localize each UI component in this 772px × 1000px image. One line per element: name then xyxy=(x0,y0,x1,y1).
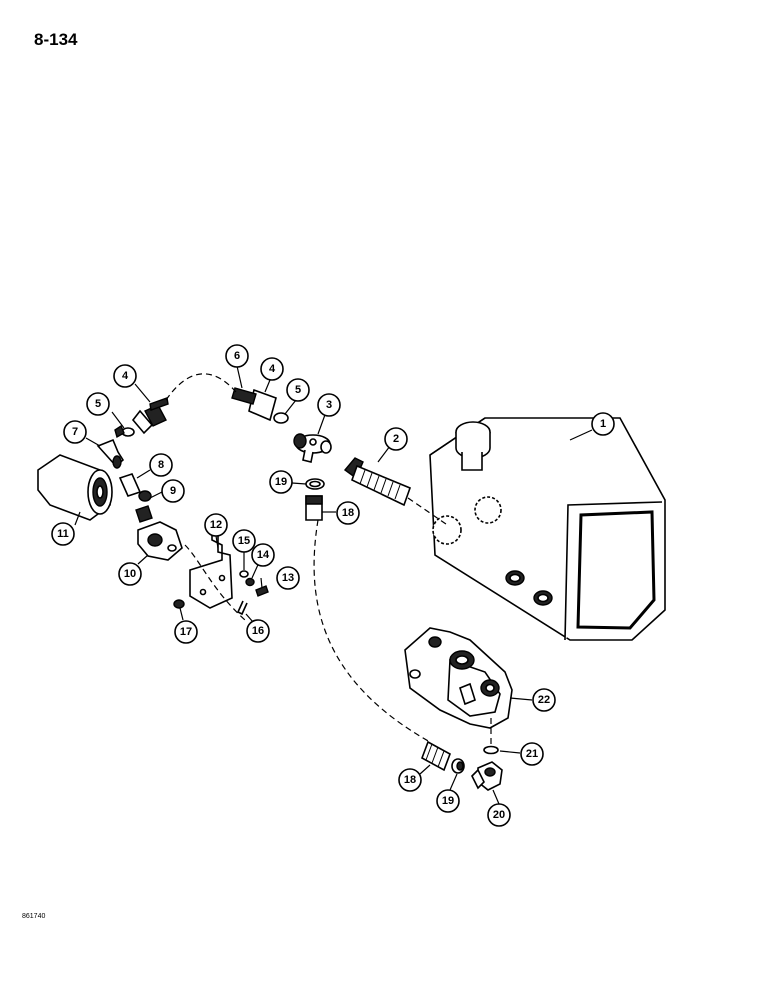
elbow-fitting xyxy=(96,438,125,469)
svg-text:18: 18 xyxy=(404,774,416,786)
hydraulic-reservoir xyxy=(429,417,666,641)
callout-10: 10 xyxy=(118,562,142,586)
hydraulic-pump xyxy=(404,627,513,729)
svg-text:11: 11 xyxy=(57,528,69,540)
callout-22: 22 xyxy=(532,688,556,712)
callout-20: 20 xyxy=(487,803,511,827)
svg-text:21: 21 xyxy=(526,748,538,760)
svg-text:22: 22 xyxy=(538,694,550,706)
callout-2: 2 xyxy=(384,427,408,451)
svg-text:16: 16 xyxy=(252,625,264,637)
callout-4a: 4 xyxy=(113,364,137,388)
svg-text:7: 7 xyxy=(72,426,78,438)
tee-fitting xyxy=(293,433,332,463)
callout-11: 11 xyxy=(51,522,75,546)
callout-15: 15 xyxy=(232,529,256,553)
callout-19b: 19 xyxy=(436,789,460,813)
svg-text:3: 3 xyxy=(326,399,332,411)
oil-filter xyxy=(37,454,113,521)
callout-14: 14 xyxy=(251,543,275,567)
svg-text:10: 10 xyxy=(124,568,136,580)
pump-outlet-fittings xyxy=(421,740,503,791)
filter-head xyxy=(137,521,183,561)
svg-text:6: 6 xyxy=(234,350,240,362)
svg-text:19: 19 xyxy=(442,795,454,807)
callout-5a: 5 xyxy=(86,392,110,416)
suction-strainer xyxy=(343,457,412,507)
svg-text:4: 4 xyxy=(269,363,276,375)
mounting-bracket xyxy=(173,529,269,616)
callout-21: 21 xyxy=(520,742,544,766)
leader-lines xyxy=(74,365,593,805)
callout-5b: 5 xyxy=(286,378,310,402)
callout-16: 16 xyxy=(246,619,270,643)
callout-3: 3 xyxy=(317,393,341,417)
hose-routing-lines xyxy=(165,373,492,745)
svg-text:5: 5 xyxy=(95,398,101,410)
callout-17: 17 xyxy=(174,620,198,644)
callout-18b: 18 xyxy=(398,768,422,792)
svg-text:15: 15 xyxy=(238,535,250,547)
svg-text:17: 17 xyxy=(180,626,192,638)
callout-13: 13 xyxy=(276,566,300,590)
callout-9: 9 xyxy=(161,479,185,503)
svg-text:2: 2 xyxy=(393,433,399,445)
callout-4b: 4 xyxy=(260,357,284,381)
callout-1: 1 xyxy=(591,412,615,436)
svg-text:12: 12 xyxy=(210,519,222,531)
svg-text:18: 18 xyxy=(342,507,354,519)
callout-12: 12 xyxy=(204,513,228,537)
svg-text:13: 13 xyxy=(282,572,294,584)
svg-text:8: 8 xyxy=(158,459,164,471)
upper-hose-clamp-and-hose xyxy=(305,478,325,521)
page-number: 8-134 xyxy=(34,30,78,49)
figure-code: 861740 xyxy=(22,913,46,920)
hose-and-fittings xyxy=(114,387,289,439)
svg-text:5: 5 xyxy=(295,384,301,396)
svg-text:9: 9 xyxy=(170,485,176,497)
callout-18a: 18 xyxy=(336,501,360,525)
svg-text:19: 19 xyxy=(275,476,287,488)
svg-text:4: 4 xyxy=(122,370,129,382)
svg-text:14: 14 xyxy=(257,549,270,561)
callout-19a: 19 xyxy=(269,470,293,494)
svg-text:20: 20 xyxy=(493,809,505,821)
svg-text:1: 1 xyxy=(600,418,606,430)
callout-7: 7 xyxy=(63,420,87,444)
callout-6: 6 xyxy=(225,344,249,368)
callout-8: 8 xyxy=(149,453,173,477)
filter-adapter-parts xyxy=(118,473,153,523)
